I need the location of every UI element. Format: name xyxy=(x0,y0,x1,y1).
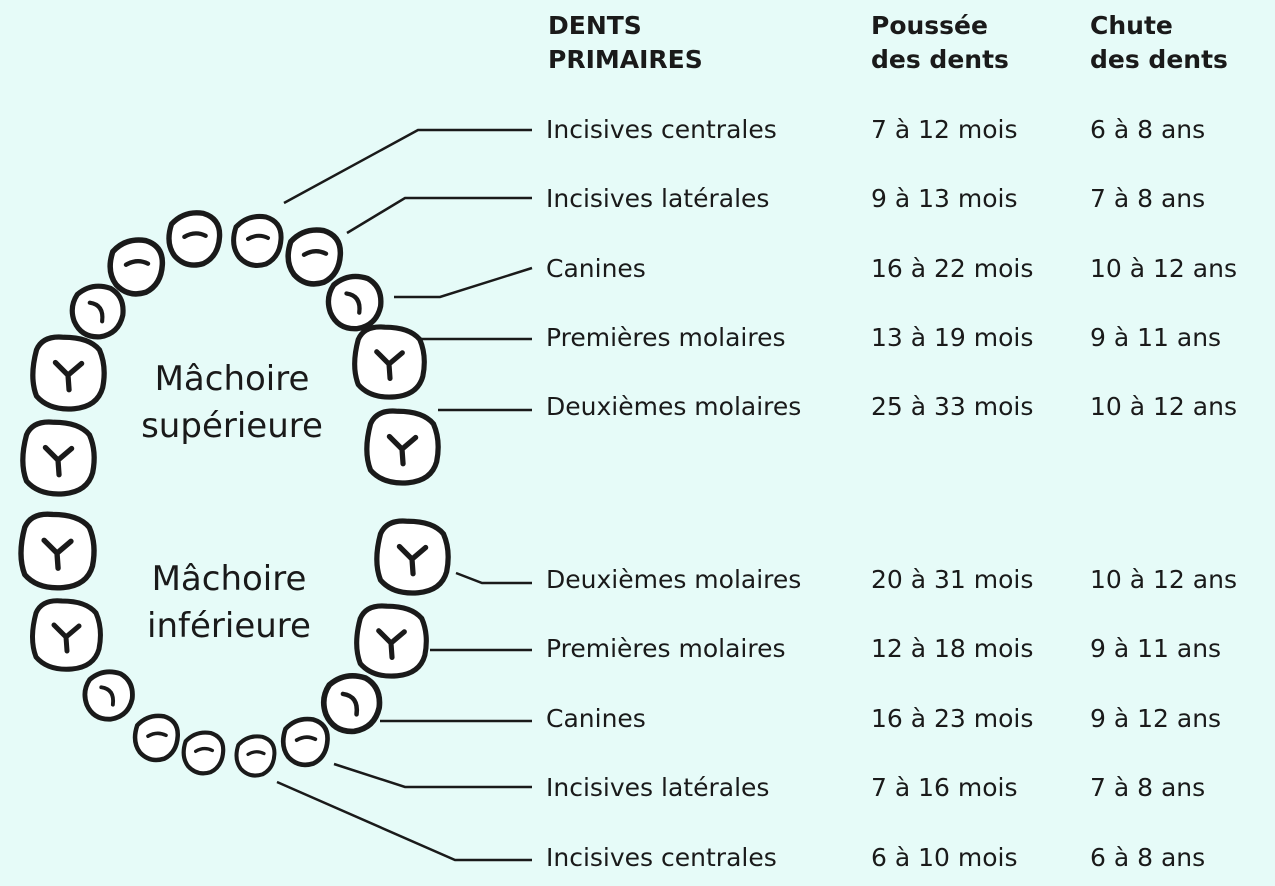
upper-row-canines: Canines 16 à 22 mois 10 à 12 ans xyxy=(0,252,1275,286)
upper-row-central-incisors: Incisives centrales 7 à 12 mois 6 à 8 an… xyxy=(0,113,1275,147)
tooth-name: Incisives latérales xyxy=(546,773,770,802)
upper-row-first-molars: Premières molaires 13 à 19 mois 9 à 11 a… xyxy=(0,321,1275,355)
shedding-age: 10 à 12 ans xyxy=(1090,565,1237,594)
shedding-age: 7 à 8 ans xyxy=(1090,773,1206,802)
lower-jaw-label-line1: Mâchoire xyxy=(152,559,307,599)
lower-right-central-incisor xyxy=(184,733,224,774)
header-primary-teeth-line1: DENTS xyxy=(548,11,642,40)
header-eruption: Poussée des dents xyxy=(871,9,1009,77)
shedding-age: 9 à 11 ans xyxy=(1090,634,1222,663)
tooth-name: Canines xyxy=(546,254,646,283)
header-shedding-line2: des dents xyxy=(1090,45,1228,74)
tooth-name: Incisives centrales xyxy=(546,115,777,144)
header-shedding-line1: Chute xyxy=(1090,11,1173,40)
eruption-age: 16 à 22 mois xyxy=(871,254,1034,283)
lower-row-canines: Canines 16 à 23 mois 9 à 12 ans xyxy=(0,702,1275,736)
header-eruption-line2: des dents xyxy=(871,45,1009,74)
tooth-name: Deuxièmes molaires xyxy=(546,392,802,421)
shedding-age: 6 à 8 ans xyxy=(1090,115,1206,144)
shedding-age: 10 à 12 ans xyxy=(1090,254,1237,283)
shedding-age: 9 à 11 ans xyxy=(1090,323,1222,352)
leader-lower-second-molars xyxy=(455,571,532,585)
tooth-name: Deuxièmes molaires xyxy=(546,565,802,594)
eruption-age: 6 à 10 mois xyxy=(871,843,1018,872)
tooth-name: Incisives centrales xyxy=(546,843,777,872)
upper-row-second-molars: Deuxièmes molaires 25 à 33 mois 10 à 12 … xyxy=(0,390,1275,424)
header-primary-teeth-line2: PRIMAIRES xyxy=(548,45,703,74)
upper-right-second-molar xyxy=(23,422,94,494)
lower-row-central-incisors: Incisives centrales 6 à 10 mois 6 à 8 an… xyxy=(0,841,1275,875)
lower-jaw-label-line2: inférieure xyxy=(147,606,311,646)
leader-lines xyxy=(276,128,533,862)
eruption-age: 12 à 18 mois xyxy=(871,634,1034,663)
eruption-age: 13 à 19 mois xyxy=(871,323,1034,352)
lower-row-second-molars: Deuxièmes molaires 20 à 31 mois 10 à 12 … xyxy=(0,563,1275,597)
shedding-age: 6 à 8 ans xyxy=(1090,843,1206,872)
upper-jaw-label-line1: Mâchoire xyxy=(155,359,310,399)
eruption-age: 7 à 12 mois xyxy=(871,115,1018,144)
eruption-age: 25 à 33 mois xyxy=(871,392,1034,421)
upper-jaw-label-line2: supérieure xyxy=(141,406,323,446)
tooth-name: Premières molaires xyxy=(546,634,786,663)
lower-row-lateral-incisors: Incisives latérales 7 à 16 mois 7 à 8 an… xyxy=(0,771,1275,805)
lower-left-central-incisor xyxy=(236,736,274,775)
leader-upper-central-incisors xyxy=(283,128,532,205)
leader-lower-central-incisors xyxy=(276,780,532,862)
upper-row-lateral-incisors: Incisives latérales 9 à 13 mois 7 à 8 an… xyxy=(0,182,1275,216)
eruption-age: 16 à 23 mois xyxy=(871,704,1034,733)
header-primary-teeth: DENTS PRIMAIRES xyxy=(548,9,703,77)
tooth-name: Incisives latérales xyxy=(546,184,770,213)
shedding-age: 7 à 8 ans xyxy=(1090,184,1206,213)
tooth-name: Canines xyxy=(546,704,646,733)
eruption-age: 9 à 13 mois xyxy=(871,184,1018,213)
leader-upper-lateral-incisors xyxy=(346,196,532,235)
eruption-age: 20 à 31 mois xyxy=(871,565,1034,594)
leader-upper-canines xyxy=(394,266,533,299)
header-shedding: Chute des dents xyxy=(1090,9,1228,77)
shedding-age: 10 à 12 ans xyxy=(1090,392,1237,421)
shedding-age: 9 à 12 ans xyxy=(1090,704,1222,733)
lower-row-first-molars: Premières molaires 12 à 18 mois 9 à 11 a… xyxy=(0,632,1275,666)
header-eruption-line1: Poussée xyxy=(871,11,988,40)
tooth-name: Premières molaires xyxy=(546,323,786,352)
eruption-age: 7 à 16 mois xyxy=(871,773,1018,802)
leader-lower-lateral-incisors xyxy=(333,762,532,789)
